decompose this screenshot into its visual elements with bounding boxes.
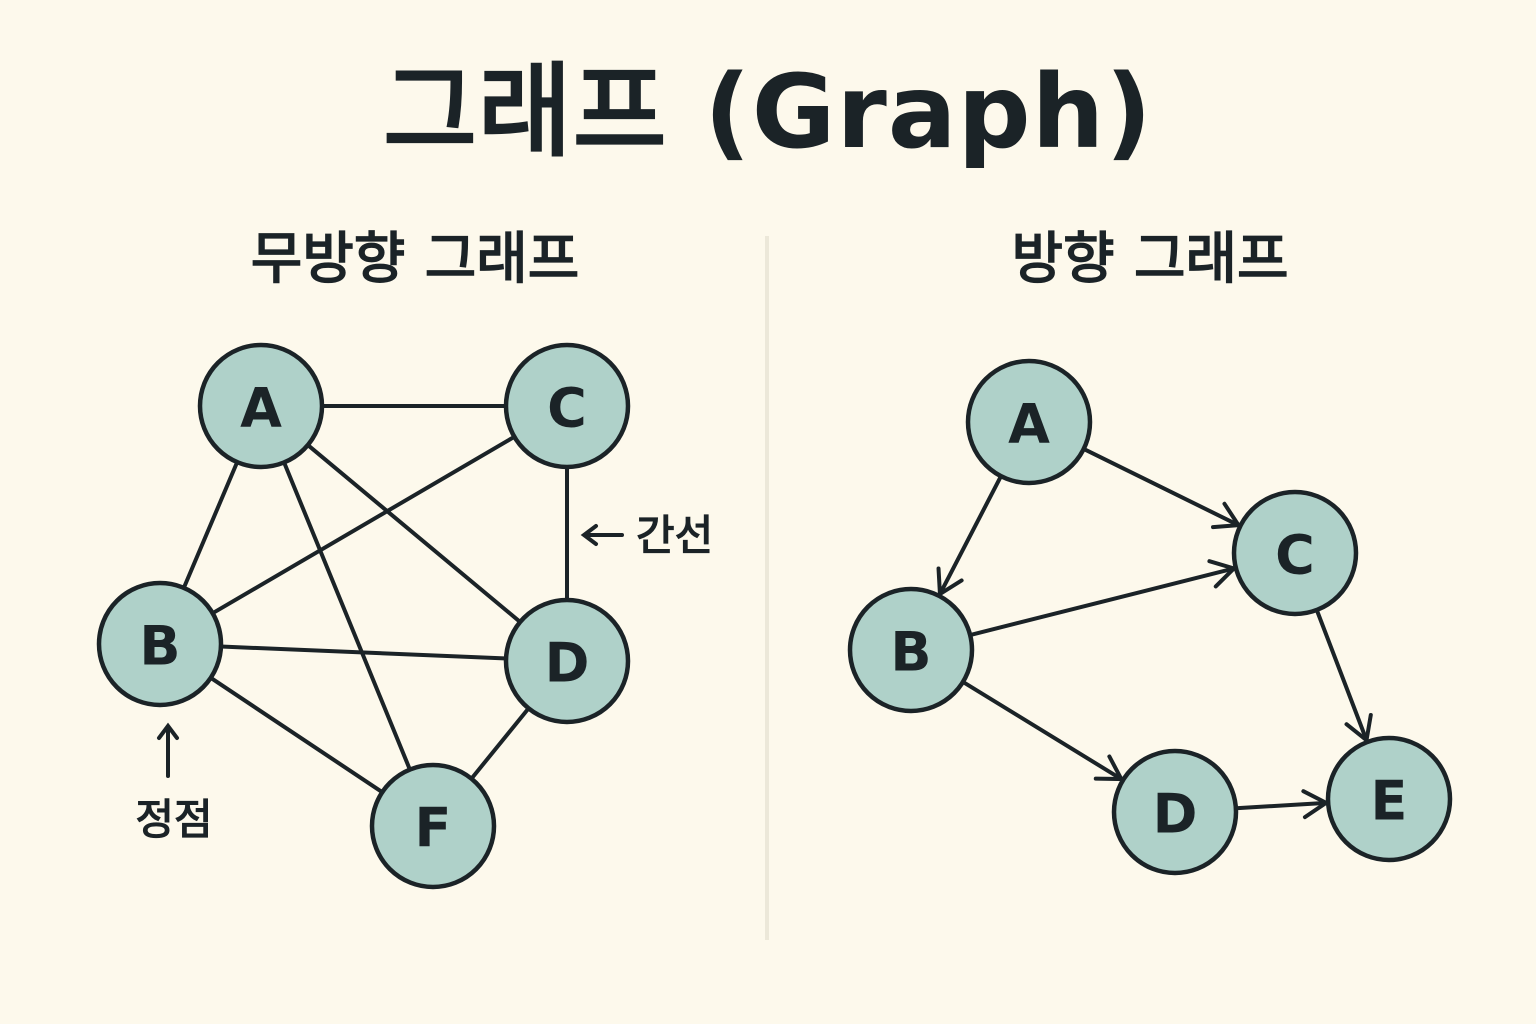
edge-annotation-arrowhead: [580, 524, 598, 546]
edge-annotation-label: 간선: [636, 511, 713, 560]
undirected-edge-a-b: [182, 460, 240, 589]
panel-divider: [765, 236, 769, 940]
vertex-annotation-arrowhead: [157, 722, 179, 740]
directed-node-a: A: [965, 358, 1093, 486]
undirected-edge-c-b: [212, 434, 517, 615]
edge-annotation: 간선: [580, 511, 713, 560]
directed-node-circle: [1111, 748, 1239, 876]
undirected-edge-a-d: [305, 443, 521, 623]
undirected-edges: [182, 404, 569, 794]
directed-node-circle: [965, 358, 1093, 486]
directed-node-label: B: [890, 621, 931, 684]
undirected-node-f: F: [369, 762, 497, 890]
directed-node-e: E: [1325, 735, 1453, 863]
undirected-node-label: C: [547, 377, 587, 440]
undirected-node-label: A: [240, 377, 282, 440]
undirected-node-circle: [503, 342, 631, 470]
undirected-edge-d-f: [470, 706, 531, 780]
undirected-node-a: A: [197, 342, 325, 470]
undirected-edge-b-f: [208, 675, 383, 794]
directed-node-circle: [1231, 489, 1359, 617]
directed-node-label: E: [1371, 770, 1408, 833]
undirected-node-d: D: [503, 597, 631, 725]
undirected-nodes: A C B D F: [96, 342, 631, 890]
undirected-node-circle: [503, 597, 631, 725]
directed-edge-b-c: [968, 566, 1236, 638]
directed-nodes: A C B D E: [847, 358, 1453, 876]
directed-graph-title: 방향 그래프: [1011, 227, 1289, 292]
directed-node-c: C: [1231, 489, 1359, 617]
undirected-node-circle: [197, 342, 325, 470]
vertex-annotation-label: 정점: [135, 795, 212, 844]
directed-node-circle: [1325, 735, 1453, 863]
undirected-edge-a-f: [282, 460, 412, 770]
directed-node-b: B: [847, 586, 975, 714]
undirected-node-label: F: [415, 797, 452, 860]
undirected-node-circle: [96, 580, 224, 708]
directed-node-d: D: [1111, 748, 1239, 876]
undirected-node-circle: [369, 762, 497, 890]
directed-edge-a-c: [1081, 446, 1241, 528]
page-title: 그래프 (Graph): [383, 53, 1153, 172]
directed-node-circle: [847, 586, 975, 714]
directed-edge-b-d: [960, 679, 1124, 782]
directed-edge-d-e: [1233, 800, 1329, 811]
directed-edge-c-e: [1314, 607, 1369, 743]
vertex-annotation: 정점: [135, 722, 213, 844]
undirected-edge-b-d: [218, 644, 507, 661]
directed-edge-a-b: [937, 474, 1003, 597]
directed-node-label: C: [1275, 524, 1315, 587]
directed-node-label: D: [1153, 783, 1198, 846]
undirected-node-b: B: [96, 580, 224, 708]
directed-node-label: A: [1008, 393, 1050, 456]
undirected-node-c: C: [503, 342, 631, 470]
undirected-graph-title: 무방향 그래프: [250, 227, 580, 292]
undirected-node-label: B: [139, 615, 180, 678]
undirected-node-label: D: [545, 632, 590, 695]
